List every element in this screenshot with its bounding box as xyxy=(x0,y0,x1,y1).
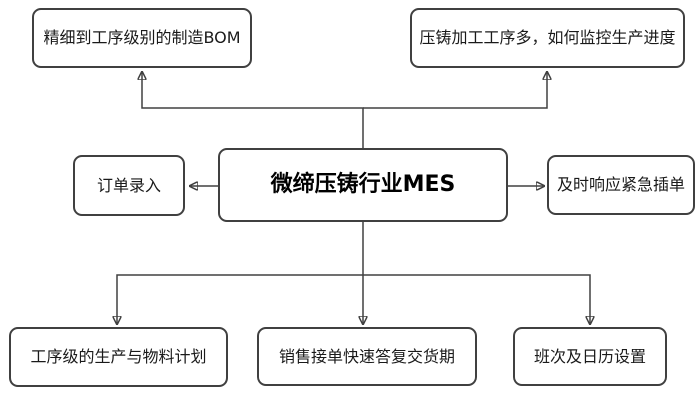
node-label: 及时响应紧急插单 xyxy=(556,175,685,195)
node-delivery-date-reply: 销售接单快速答复交货期 xyxy=(257,327,477,386)
arrow-center-to-top-left xyxy=(142,72,364,148)
arrow-center-to-top-right xyxy=(363,72,547,109)
node-shift-calendar-setting: 班次及日历设置 xyxy=(513,327,667,386)
node-production-material-plan: 工序级的生产与物料计划 xyxy=(9,327,228,387)
arrow-center-to-bottom-right xyxy=(363,274,590,324)
node-label: 压铸加工工序多，如何监控生产进度 xyxy=(419,28,676,48)
node-monitor-production-progress: 压铸加工工序多，如何监控生产进度 xyxy=(410,8,685,68)
node-label: 微缔压铸行业MES xyxy=(270,171,456,197)
node-center-mes: 微缔压铸行业MES xyxy=(218,148,508,222)
node-label: 工序级的生产与物料计划 xyxy=(30,347,207,367)
node-manufacturing-bom: 精细到工序级别的制造BOM xyxy=(32,8,252,68)
node-order-entry: 订单录入 xyxy=(73,155,185,216)
arrow-center-to-bottom-left xyxy=(117,274,363,324)
node-urgent-order-response: 及时响应紧急插单 xyxy=(547,155,695,215)
node-label: 销售接单快速答复交货期 xyxy=(278,346,455,366)
node-label: 班次及日历设置 xyxy=(533,346,646,366)
node-label: 订单录入 xyxy=(96,175,161,195)
node-label: 精细到工序级别的制造BOM xyxy=(43,28,241,48)
